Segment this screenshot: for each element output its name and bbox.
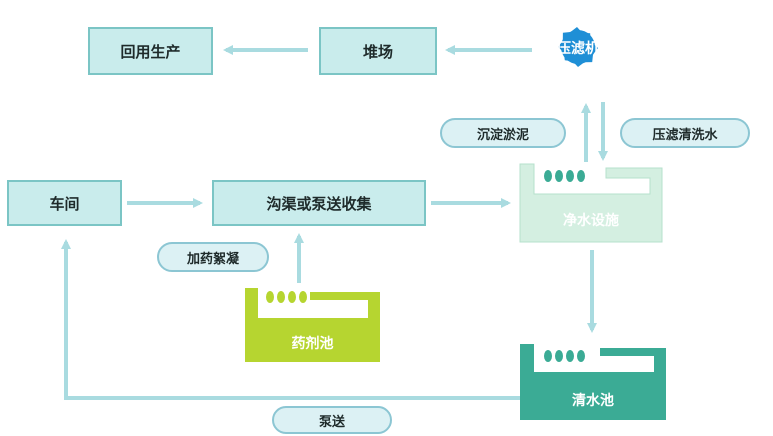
- pill-press-wash-water-label: 压滤清洗水: [652, 127, 718, 143]
- box-yard-label: 堆场: [362, 42, 393, 61]
- pill-pumping: 泵送: [272, 406, 392, 434]
- box-reuse-production: 回用生产: [88, 27, 213, 75]
- filter-press-label: 压滤机: [557, 41, 599, 57]
- filter-press-gear-icon: [558, 27, 598, 67]
- clearwater-tank-label: 清水池: [572, 393, 614, 409]
- purification-tank-label: 净水设施: [563, 213, 619, 229]
- pill-settled-sludge-label: 沉淀淤泥: [476, 127, 529, 143]
- box-workshop: 车间: [7, 180, 122, 226]
- box-reuse-label: 回用生产: [120, 42, 181, 61]
- box-collection-label: 沟渠或泵送收集: [266, 194, 372, 213]
- chemical-tank-label: 药剂池: [291, 336, 334, 352]
- pill-settled-sludge: 沉淀淤泥: [440, 118, 566, 148]
- pill-pumping-label: 泵送: [318, 414, 345, 430]
- chemical-tank-icon: [245, 288, 380, 362]
- pill-press-wash-water: 压滤清洗水: [620, 118, 750, 148]
- arrow-clearwater-to-workshop: [61, 239, 520, 400]
- clearwater-tank-icon: [520, 344, 666, 420]
- purification-tank-icon: [519, 163, 663, 243]
- box-yard: 堆场: [319, 27, 437, 75]
- box-workshop-label: 车间: [49, 194, 80, 213]
- pill-dosing-flocculation: 加药絮凝: [157, 242, 269, 272]
- pill-dosing-label: 加药絮凝: [186, 251, 239, 267]
- box-collection: 沟渠或泵送收集: [212, 180, 426, 226]
